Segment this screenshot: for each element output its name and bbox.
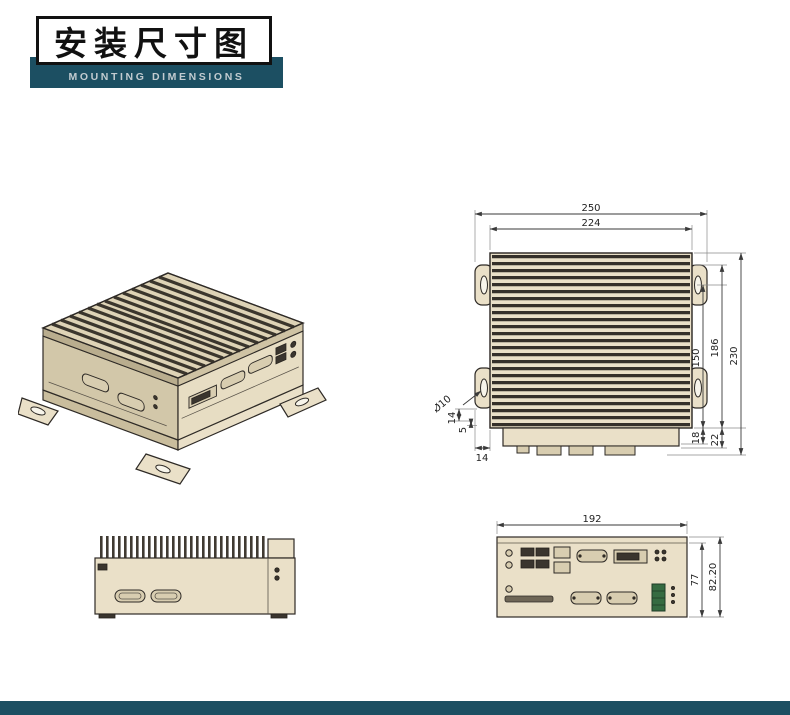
footer-bar (0, 701, 790, 715)
screw-icon (572, 596, 576, 600)
page-title: 安装尺寸图 (36, 16, 272, 65)
top-face-outline (41, 272, 305, 379)
dim-label-250: 250 (581, 203, 600, 214)
dim-label-150: 150 (691, 348, 702, 367)
connector (97, 563, 108, 571)
audio-jack-icon (505, 561, 513, 569)
dim-label-230: 230 (729, 346, 740, 365)
terminal-block (651, 583, 666, 612)
ear-slot (30, 406, 46, 416)
dim-label-14v: 14 (447, 412, 458, 425)
foot (270, 613, 288, 619)
usb-port-icon (520, 559, 535, 569)
led-icon (670, 593, 675, 598)
dim-label-18: 18 (691, 432, 702, 445)
page-title-text: 安装尺寸图 (54, 23, 254, 63)
mounting-plate (18, 384, 327, 485)
dimension-lines (496, 522, 723, 618)
serial-port-icon (606, 591, 638, 605)
serial-port-inner (154, 592, 178, 600)
usb-port-icon (275, 343, 287, 356)
connector (568, 445, 594, 456)
audio-jack-icon (505, 549, 513, 557)
screw-icon (274, 567, 280, 573)
usb-port-icon (520, 547, 535, 557)
vent-hole-icon (153, 395, 158, 401)
vent-hole-icon (153, 404, 158, 410)
isometric-view (18, 272, 327, 485)
power-button-icon (505, 585, 513, 593)
side-body (94, 557, 296, 615)
serial-port-icon (114, 589, 146, 603)
audio-jack-icon (290, 350, 297, 358)
dim-label-14h: 14 (476, 453, 489, 464)
ear-slot (480, 275, 488, 295)
led-icon (654, 556, 660, 562)
screw-icon (608, 596, 612, 600)
usb-port-icon (535, 547, 550, 557)
ear-slot (155, 464, 171, 474)
side-cap (267, 538, 295, 559)
led-icon (654, 549, 660, 555)
top-view: 250 224 150 186 230 18 22 Ø10 14 5 14 (435, 203, 746, 464)
heatsink-body-top (489, 252, 693, 429)
cf-slot (504, 595, 554, 603)
panel-seam (48, 381, 167, 427)
ear-slot (294, 397, 310, 407)
dim-label-224: 224 (581, 218, 600, 229)
lan-port-icon (553, 561, 571, 574)
front-edge-connectors (502, 427, 680, 456)
screw-icon (602, 554, 606, 558)
ear-slot (694, 378, 702, 398)
screw-icon (632, 596, 636, 600)
dimension-lines (456, 211, 744, 456)
left-face-ports (48, 373, 167, 427)
serial-port-icon (150, 589, 182, 603)
serial-port-icon (247, 354, 273, 374)
screw-icon (274, 575, 280, 581)
serial-port-icon (570, 591, 602, 605)
dim-label-186: 186 (710, 338, 721, 357)
usb-port-icon (275, 352, 287, 365)
connector (516, 445, 530, 454)
serial-port-icon (220, 370, 246, 390)
dim-label-5: 5 (458, 427, 469, 433)
dim-label-77: 77 (690, 574, 701, 587)
serial-port-icon (576, 549, 608, 563)
audio-jack-icon (290, 340, 297, 348)
lan-port-icon (553, 546, 571, 559)
serial-port-inner (118, 592, 142, 600)
dim-label-8220: 82.20 (708, 563, 719, 592)
led-icon (670, 600, 675, 605)
front-panel (496, 536, 688, 618)
right-face-ports (181, 340, 299, 419)
heatsink-fins-iso (51, 275, 295, 376)
screw-icon (578, 554, 582, 558)
usb-port-icon (535, 559, 550, 569)
screw-icon (596, 596, 600, 600)
dvi-pins (191, 389, 211, 406)
serial-port-icon (81, 373, 110, 393)
connector (536, 445, 562, 456)
led-icon (670, 586, 675, 591)
ear-slot (480, 378, 488, 398)
side-view (94, 536, 296, 619)
dim-label-192: 192 (582, 514, 601, 525)
header-subtitle: MOUNTING DIMENSIONS (68, 70, 245, 83)
foot (98, 613, 116, 619)
dvi-pins (616, 552, 640, 561)
connector (604, 445, 636, 456)
led-icon (661, 549, 667, 555)
led-icon (661, 556, 667, 562)
serial-port-icon (117, 392, 145, 412)
dim-label-22: 22 (710, 434, 721, 447)
panel-seam (181, 366, 299, 419)
front-view: 192 77 82.20 (496, 514, 724, 618)
